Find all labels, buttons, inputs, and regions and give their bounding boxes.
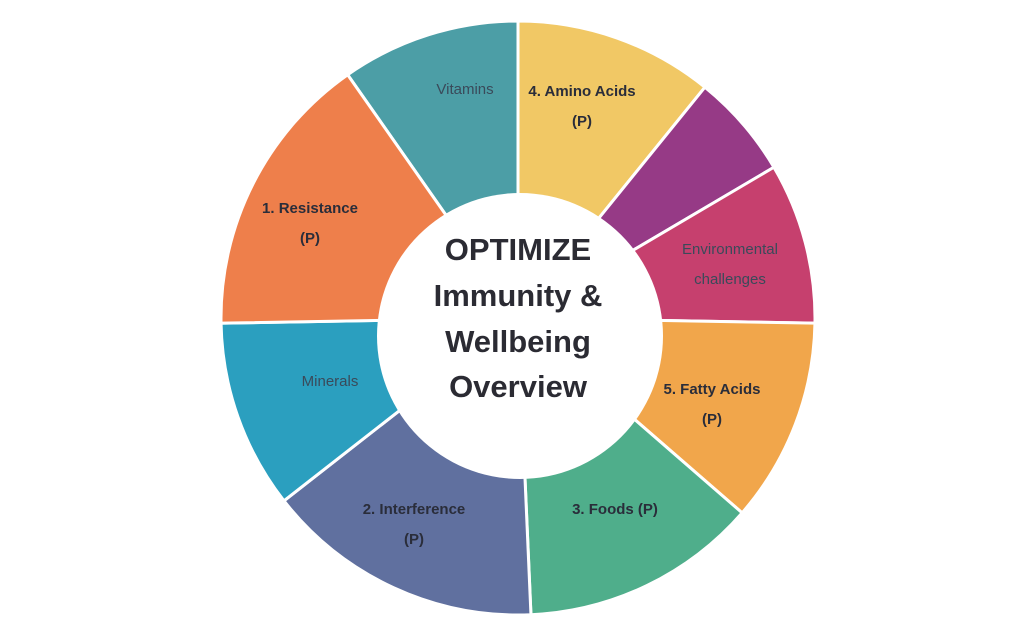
label-interference-line-1: 2. Interference bbox=[363, 501, 466, 518]
center-title: OPTIMIZE Immunity & Wellbeing Overview bbox=[434, 232, 603, 404]
label-vitamins-line-1: Vitamins bbox=[436, 81, 493, 98]
label-environmental-challenges-line-2: challenges bbox=[694, 271, 766, 288]
center-title-line-4: Overview bbox=[449, 369, 588, 404]
label-environmental-challenges-line-1: Environmental bbox=[682, 241, 778, 258]
center-title-line-3: Wellbeing bbox=[445, 324, 591, 359]
center-title-line-2: Immunity & bbox=[434, 278, 603, 313]
label-fatty-acids-line-1: 5. Fatty Acids bbox=[664, 381, 761, 398]
label-amino-acids-line-2: (P) bbox=[572, 113, 592, 130]
center-circle bbox=[377, 193, 663, 479]
label-foods-line-1: 3. Foods (P) bbox=[572, 501, 658, 518]
label-interference-line-2: (P) bbox=[404, 531, 424, 548]
segment-labels: Vitamins 4. Amino Acids (P) Environmental ch… bbox=[262, 81, 778, 548]
label-amino-acids-line-1: 4. Amino Acids bbox=[528, 83, 635, 100]
label-minerals-line-1: Minerals bbox=[302, 373, 359, 390]
label-resistance-line-1: 1. Resistance bbox=[262, 200, 358, 217]
center-title-line-1: OPTIMIZE bbox=[445, 232, 591, 267]
label-resistance-line-2: (P) bbox=[300, 230, 320, 247]
label-fatty-acids-line-2: (P) bbox=[702, 411, 722, 428]
